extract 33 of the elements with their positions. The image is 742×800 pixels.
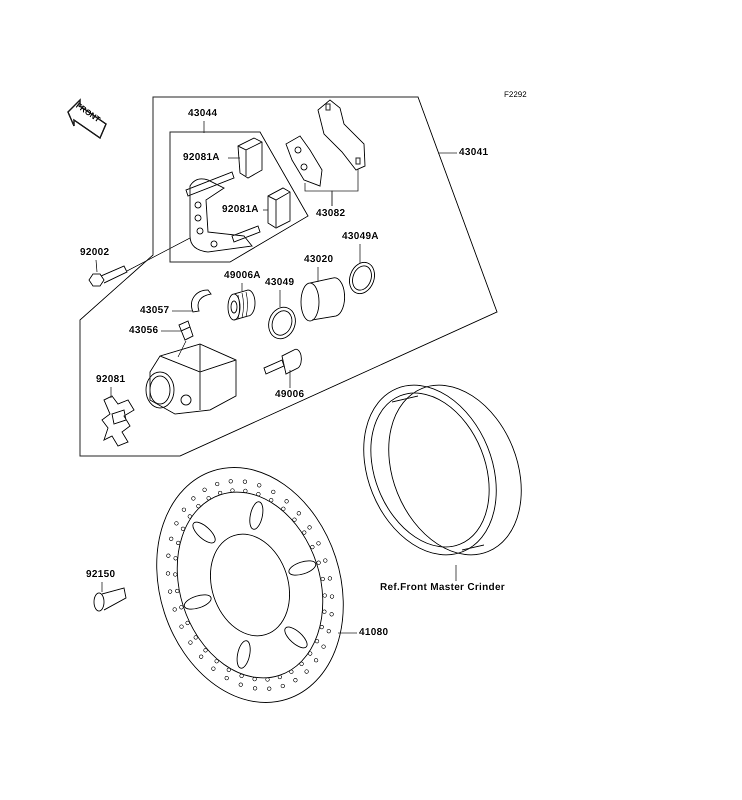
leader-line xyxy=(160,330,182,332)
part-number: 92081A xyxy=(183,151,220,165)
leader-line xyxy=(126,238,190,272)
part-number: 92002 xyxy=(80,246,110,260)
part-number: Ref.Front Master Crinder xyxy=(380,581,505,595)
part-number: 49006 xyxy=(275,388,304,402)
part-number: 43057 xyxy=(140,304,170,318)
part-number: 41080 xyxy=(359,626,388,640)
caliper-bracket-drawing xyxy=(185,171,261,252)
part-number: 92081A xyxy=(222,203,259,217)
part-number: 43082 xyxy=(316,207,346,221)
part-number: 92150 xyxy=(86,568,116,582)
part-number: 92081 xyxy=(96,373,126,387)
leader-line xyxy=(96,260,98,272)
leader-line xyxy=(178,340,186,358)
part-number: 43056 xyxy=(129,324,158,338)
part-number: 43020 xyxy=(304,253,334,267)
leader-line xyxy=(338,632,358,634)
ring-guard-drawing xyxy=(363,384,522,556)
part-number: 43049 xyxy=(265,276,294,290)
leader-line xyxy=(332,168,358,206)
figure-code: F2292 xyxy=(504,90,527,100)
part-number: 43041 xyxy=(459,146,488,160)
slide-pin-drawing xyxy=(263,348,302,375)
leader-line xyxy=(110,386,112,398)
brake-disc-drawing xyxy=(156,467,344,703)
leader-line xyxy=(172,310,194,312)
part-number: 49006A xyxy=(224,269,261,283)
part-number: 43049A xyxy=(342,230,379,244)
bolt-drawing xyxy=(88,265,128,286)
leader-line xyxy=(438,152,458,154)
screw-drawing xyxy=(94,587,127,612)
part-number: 43044 xyxy=(188,107,218,121)
